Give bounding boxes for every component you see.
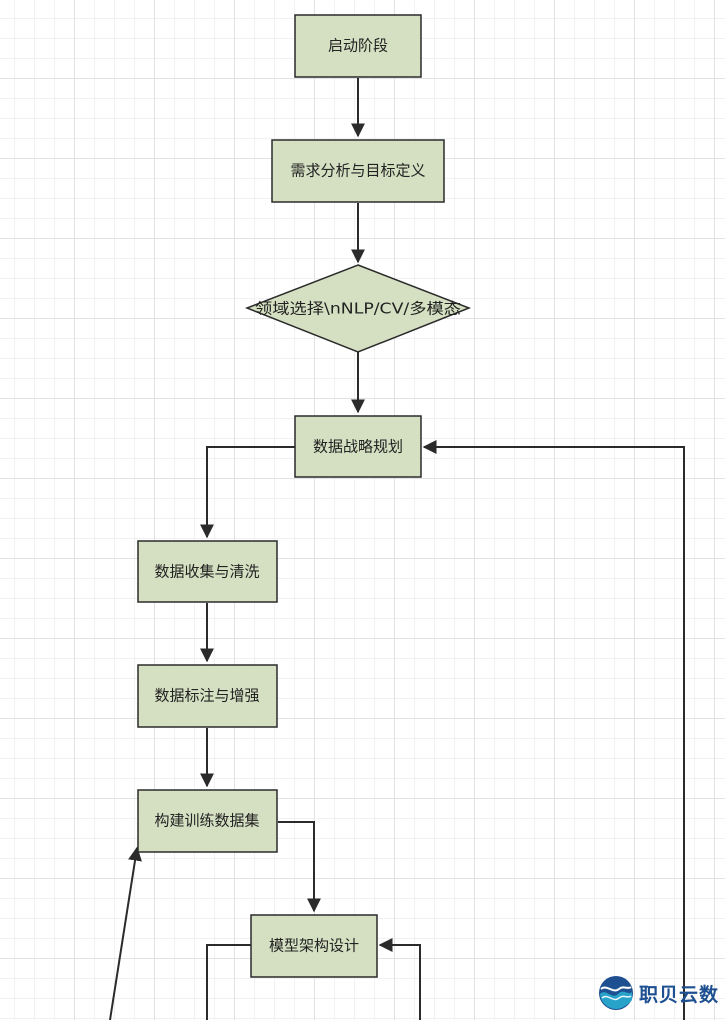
node-domain-choice-label: 领域选择\nNLP/CV/多模态 [255,300,461,318]
edge-model-design-down [206,944,251,1020]
node-requirements[interactable]: 需求分析与目标定义 [271,139,445,203]
edge-feedback-to-dataset [109,846,142,1020]
node-data-labeling[interactable]: 数据标注与增强 [137,664,278,728]
edge-feedback-to-strategy [422,440,685,1020]
node-domain-choice[interactable]: 领域选择\nNLP/CV/多模态 [244,264,472,353]
node-requirements-label: 需求分析与目标定义 [290,162,425,180]
node-data-strategy-label: 数据战略规划 [313,438,403,456]
node-start[interactable]: 启动阶段 [294,14,422,78]
node-build-dataset[interactable]: 构建训练数据集 [137,789,278,853]
node-data-collection-label: 数据收集与清洗 [154,563,259,581]
edge-dataset-to-model-design [278,821,321,913]
wave-globe-logo-icon [598,976,633,1010]
edges [109,78,685,1020]
watermark: 职贝云数 [597,974,719,1012]
node-data-labeling-label: 数据标注与增强 [154,687,259,705]
node-model-design-label: 模型架构设计 [269,937,359,955]
node-data-collection[interactable]: 数据收集与清洗 [137,540,278,603]
node-model-design[interactable]: 模型架构设计 [250,914,378,978]
node-start-label: 启动阶段 [328,37,388,55]
watermark-text: 职贝云数 [638,983,719,1006]
edge-strategy-to-collection [200,446,295,539]
node-data-strategy[interactable]: 数据战略规划 [294,415,422,478]
edge-feedback-to-model-design [378,938,421,1020]
node-build-dataset-label: 构建训练数据集 [154,812,259,830]
